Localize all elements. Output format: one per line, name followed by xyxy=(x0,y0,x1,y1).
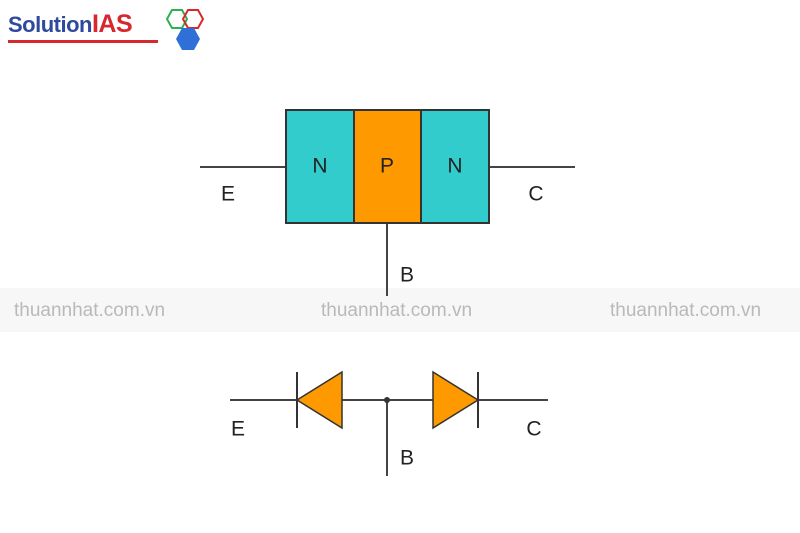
region-label: N xyxy=(312,155,327,178)
watermark-band xyxy=(0,288,800,332)
collector-diode-icon xyxy=(432,370,480,430)
emitter-label: E xyxy=(221,183,235,206)
logo-underline xyxy=(8,40,158,43)
npn-block-diagram: N P N E C B xyxy=(200,109,575,296)
n-region-collector xyxy=(420,109,490,224)
collector-label: C xyxy=(526,418,541,441)
collector-label: C xyxy=(528,183,543,206)
base-label: B xyxy=(400,447,414,470)
region-label: P xyxy=(380,155,394,178)
logo-text: SolutionIAS xyxy=(8,10,133,39)
solution-ias-logo: SolutionIAS xyxy=(8,6,208,58)
junction-dot xyxy=(384,397,390,403)
watermark-text: thuannhat.com.vn xyxy=(14,300,166,321)
base-label: B xyxy=(400,264,414,287)
watermark-text: thuannhat.com.vn xyxy=(321,300,473,321)
emitter-label: E xyxy=(231,418,245,441)
emitter-diode-icon xyxy=(295,370,343,430)
region-label: N xyxy=(447,155,462,178)
diode-equivalent-diagram: E C B xyxy=(230,370,548,476)
hexagon-logo-icon xyxy=(165,9,205,50)
logo-word-ias: IAS xyxy=(91,10,133,38)
logo-word-solution: Solution xyxy=(8,12,92,37)
watermark-text: thuannhat.com.vn xyxy=(610,300,762,321)
